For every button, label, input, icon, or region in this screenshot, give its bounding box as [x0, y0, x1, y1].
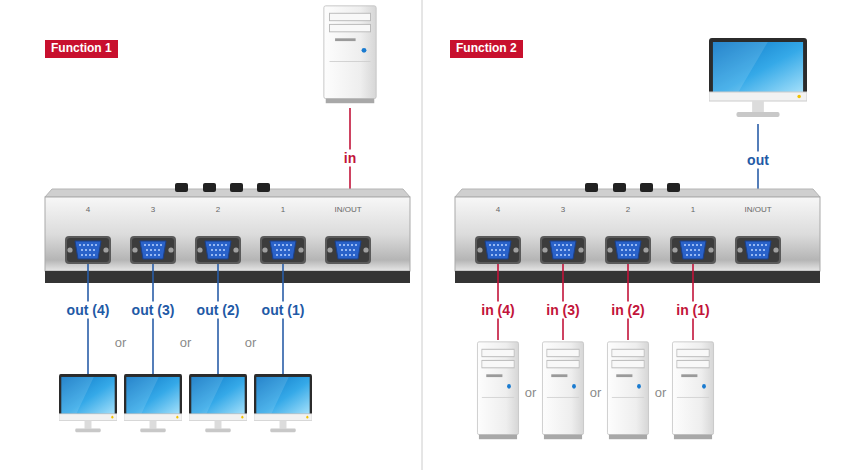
signal-label: in [341, 150, 359, 167]
vga-switch [45, 183, 410, 283]
port-number: 4 [86, 205, 90, 214]
alternative-word: or [654, 384, 668, 401]
port-number: IN/OUT [744, 205, 771, 214]
monitor [189, 374, 247, 432]
signal-label: out (4) [64, 302, 113, 319]
port-number: 4 [496, 205, 500, 214]
alternative-word: or [114, 334, 128, 351]
signal-label: in (3) [543, 302, 582, 319]
port-number: 3 [561, 205, 565, 214]
vga-switch [455, 183, 820, 283]
function-tag: Function 1 [45, 40, 118, 58]
alternative-word: or [179, 334, 193, 351]
port-number: 1 [281, 205, 285, 214]
output-cables [88, 264, 283, 374]
computer-tower [607, 342, 648, 439]
monitor [59, 374, 117, 432]
function-title: Function 2 [456, 41, 517, 56]
alternative-word: or [589, 384, 603, 401]
computer-tower [477, 342, 518, 439]
monitor [709, 38, 807, 117]
signal-label: out (1) [259, 302, 308, 319]
switch-panel: 4 3 2 1 IN/OUT [45, 197, 410, 271]
alternative-word: or [244, 334, 258, 351]
signal-label: out [744, 152, 772, 169]
computer-tower [542, 342, 583, 439]
input-cables [498, 264, 693, 340]
monitor [124, 374, 182, 432]
computer-tower [324, 6, 376, 103]
alternative-word: or [524, 384, 538, 401]
switch-panel: 4 3 2 1 IN/OUT [455, 197, 820, 271]
port-number: 3 [151, 205, 155, 214]
signal-label: out (2) [194, 302, 243, 319]
port-number: 2 [626, 205, 630, 214]
port-number: 1 [691, 205, 695, 214]
signal-label: in (1) [673, 302, 712, 319]
function-title: Function 1 [51, 41, 112, 56]
signal-label: in (2) [608, 302, 647, 319]
port-number: IN/OUT [334, 205, 361, 214]
panel-divider [422, 0, 423, 470]
monitor [254, 374, 312, 432]
function-tag: Function 2 [450, 40, 523, 58]
signal-label: out (3) [129, 302, 178, 319]
port-number: 2 [216, 205, 220, 214]
computer-tower [672, 342, 713, 439]
signal-label: in (4) [478, 302, 517, 319]
